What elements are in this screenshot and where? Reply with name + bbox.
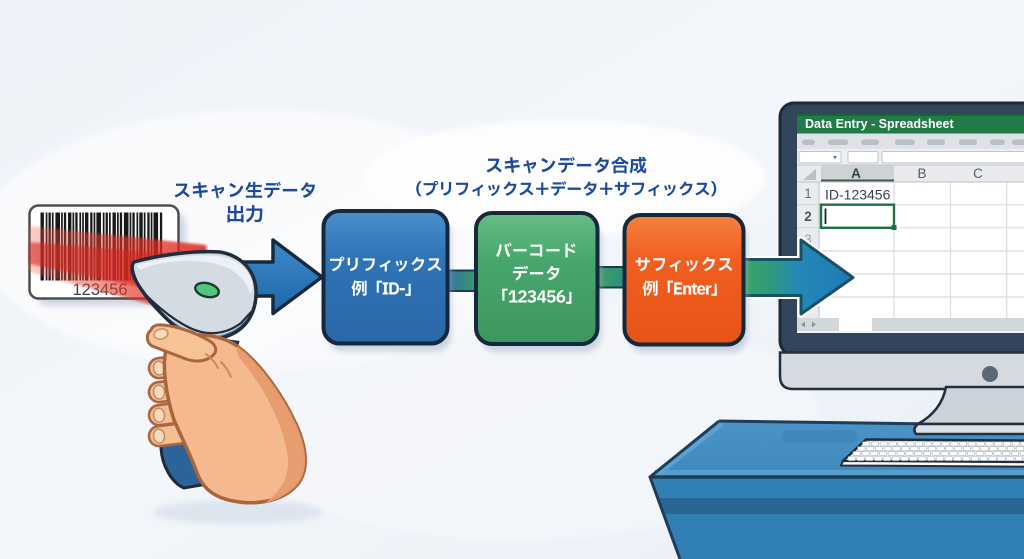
- svg-text:B: B: [917, 166, 926, 181]
- svg-text:ID-123456: ID-123456: [825, 187, 891, 203]
- svg-text:Data Entry - Spreadsheet: Data Entry - Spreadsheet: [805, 117, 954, 131]
- svg-text:2: 2: [804, 209, 812, 224]
- svg-text:1: 1: [804, 186, 812, 201]
- svg-text:C: C: [973, 166, 983, 181]
- svg-text:3: 3: [804, 232, 812, 247]
- svg-text:A: A: [851, 166, 861, 181]
